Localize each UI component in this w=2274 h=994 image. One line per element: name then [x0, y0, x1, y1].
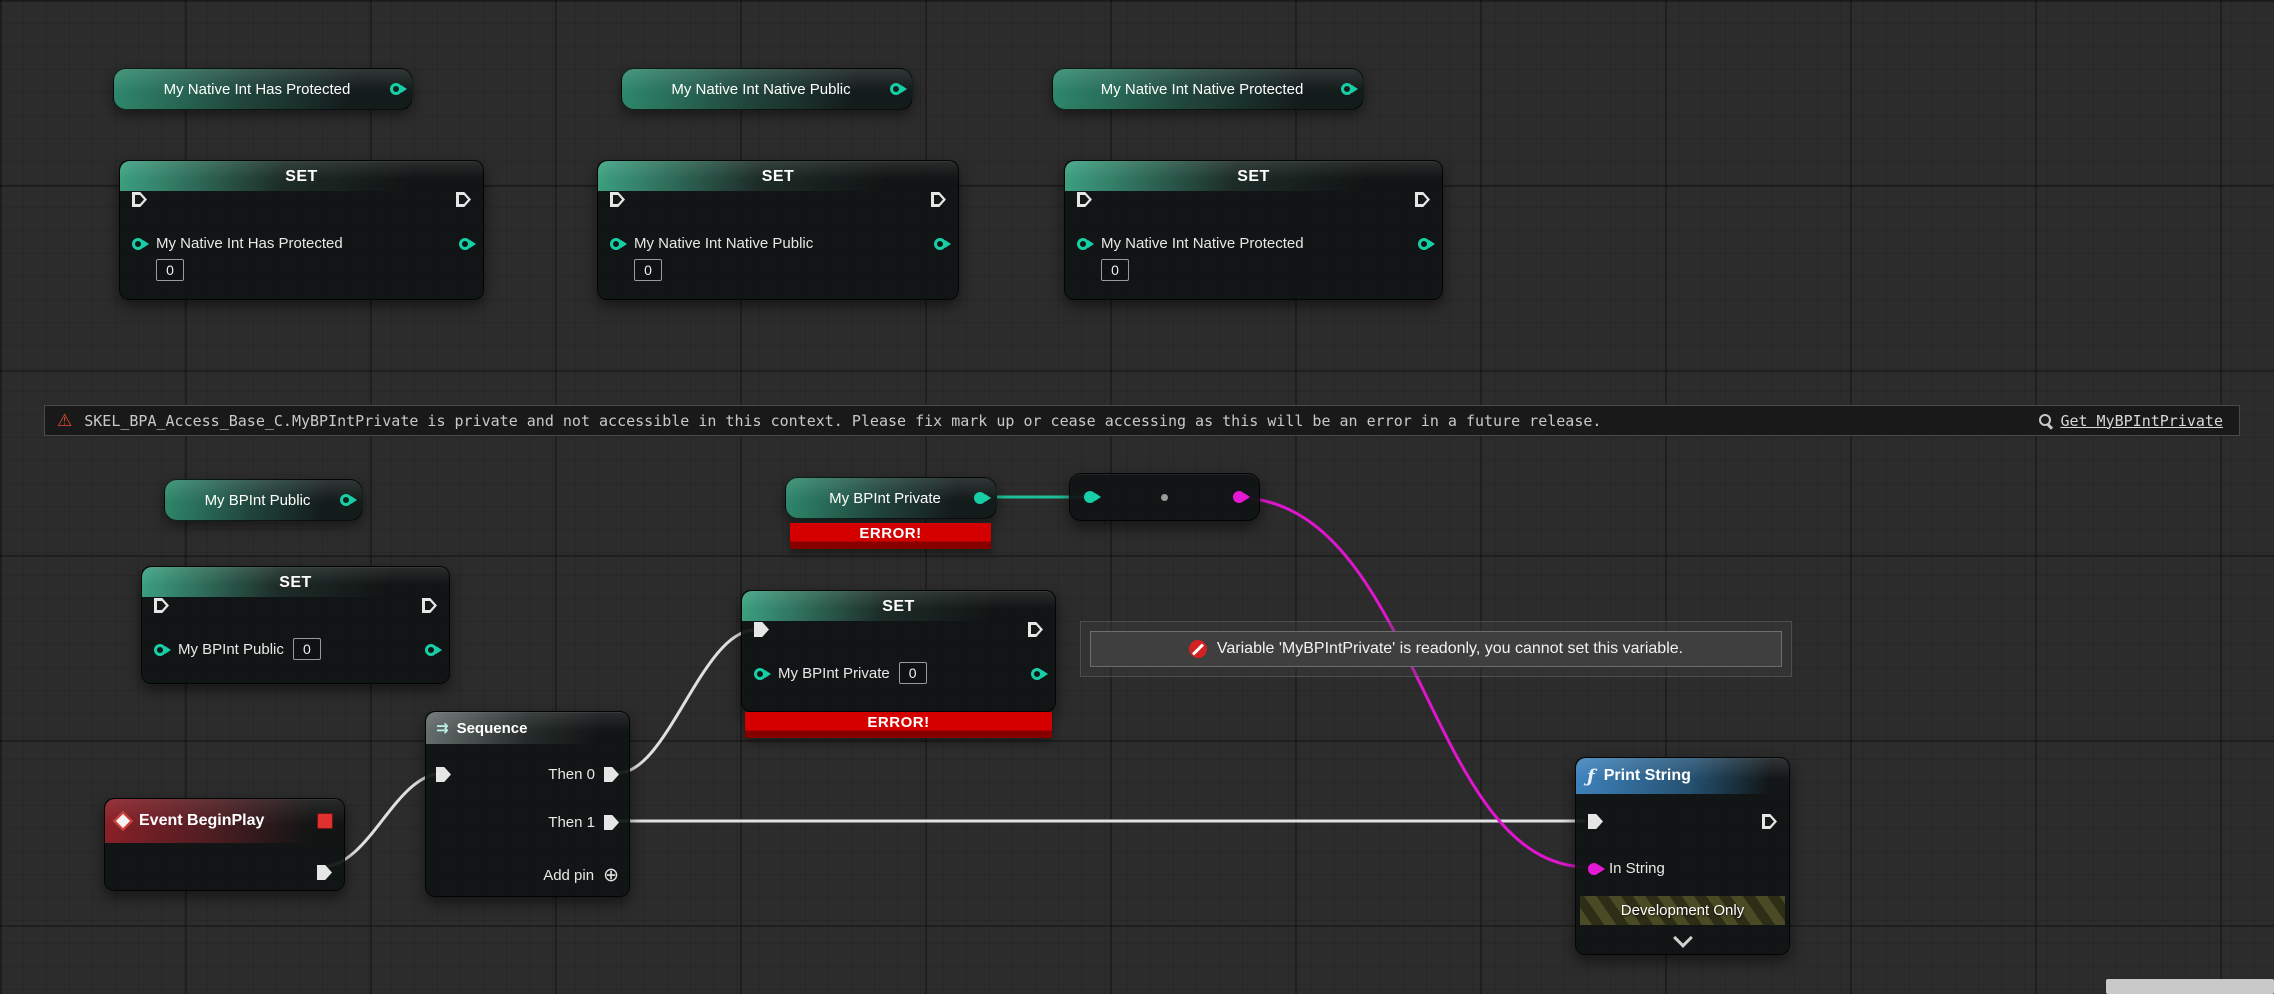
- compiler-warning-bar: ⚠ SKEL_BPA_Access_Base_C.MyBPIntPrivate …: [44, 405, 2240, 436]
- warning-message: SKEL_BPA_Access_Base_C.MyBPIntPrivate is…: [84, 411, 1602, 430]
- exec-in-pin[interactable]: [610, 192, 625, 207]
- warning-icon: ⚠: [57, 410, 73, 431]
- getter-label: My BPInt Private: [829, 489, 941, 507]
- exec-out-pin[interactable]: [1415, 192, 1430, 207]
- set-node-bpint-private[interactable]: SET My BPInt Private 0: [741, 590, 1056, 712]
- value-in-pin[interactable]: [154, 644, 166, 656]
- value-input[interactable]: 0: [634, 259, 662, 281]
- value-in-pin[interactable]: [1077, 238, 1089, 250]
- output-pin[interactable]: [340, 494, 352, 506]
- conversion-out-pin[interactable]: [1233, 491, 1245, 503]
- horizontal-scrollbar[interactable]: [2106, 979, 2274, 994]
- value-out-pin[interactable]: [1031, 668, 1043, 680]
- forbidden-icon: [1188, 640, 1207, 658]
- set-node-header: SET: [142, 567, 449, 597]
- sequence-node[interactable]: ⇉ Sequence Then 0 Then 1 Add pin ⊕: [425, 711, 630, 897]
- readonly-error-tooltip: Variable 'MyBPIntPrivate' is readonly, y…: [1080, 621, 1792, 677]
- value-input[interactable]: 0: [156, 259, 184, 281]
- set-node-native-int-has-protected[interactable]: SET My Native Int Has Protected 0: [119, 160, 484, 300]
- exec-in-pin[interactable]: [436, 767, 451, 782]
- exec-in-pin[interactable]: [1077, 192, 1092, 207]
- set-node-native-int-native-public[interactable]: SET My Native Int Native Public 0: [597, 160, 959, 300]
- event-node-header: Event BeginPlay: [105, 799, 344, 843]
- function-icon: ƒ: [1587, 765, 1595, 787]
- node-title: Print String: [1603, 767, 1691, 784]
- node-title: Event BeginPlay: [139, 812, 265, 829]
- pin-label: Then 0: [548, 766, 595, 783]
- getter-label: My Native Int Has Protected: [163, 80, 351, 98]
- getter-node-native-int-native-public[interactable]: My Native Int Native Public: [621, 68, 913, 110]
- set-error-banner: ERROR!: [745, 712, 1052, 738]
- exec-in-pin[interactable]: [154, 598, 169, 613]
- then1-exec-out-pin[interactable]: [604, 815, 619, 830]
- set-node-native-int-native-protected[interactable]: SET My Native Int Native Protected 0: [1064, 160, 1443, 300]
- value-out-pin[interactable]: [1418, 238, 1430, 250]
- add-pin-button[interactable]: Add pin ⊕: [543, 865, 619, 886]
- set-node-header: SET: [598, 161, 958, 191]
- function-node-header: ƒ Print String: [1576, 758, 1789, 794]
- value-out-pin[interactable]: [934, 238, 946, 250]
- event-badge-icon: [317, 813, 333, 829]
- getter-error-banner: ERROR!: [790, 523, 991, 549]
- getter-label: My Native Int Native Public: [671, 80, 851, 98]
- pin-label: My Native Int Native Public: [634, 235, 814, 252]
- pin-label: My Native Int Native Protected: [1101, 235, 1304, 252]
- search-icon: [2038, 413, 2054, 429]
- value-input[interactable]: 0: [292, 638, 321, 660]
- exec-out-pin[interactable]: [1028, 622, 1043, 637]
- set-node-header: SET: [1065, 161, 1442, 191]
- exec-out-pin[interactable]: [931, 192, 946, 207]
- pin-label: Then 1: [548, 814, 595, 831]
- exec-in-pin[interactable]: [132, 192, 147, 207]
- pin-label: My BPInt Public: [178, 640, 284, 658]
- getter-label: My Native Int Native Protected: [1100, 80, 1304, 98]
- getter-node-bpint-public[interactable]: My BPInt Public: [164, 479, 363, 521]
- event-beginplay-node[interactable]: Event BeginPlay: [104, 798, 345, 891]
- exec-out-pin[interactable]: [317, 865, 332, 880]
- getter-node-native-int-native-protected[interactable]: My Native Int Native Protected: [1052, 68, 1364, 110]
- set-node-header: SET: [120, 161, 483, 191]
- exec-in-pin[interactable]: [1588, 814, 1603, 829]
- sequence-icon: ⇉: [436, 720, 449, 737]
- exec-out-pin[interactable]: [1762, 814, 1777, 829]
- getter-node-native-int-has-protected[interactable]: My Native Int Has Protected: [113, 68, 413, 110]
- wire-conversion-to-instring[interactable]: [1244, 496, 1590, 869]
- conversion-in-pin[interactable]: [1084, 491, 1096, 503]
- pin-label: In String: [1609, 860, 1665, 877]
- exec-out-pin[interactable]: [422, 598, 437, 613]
- value-in-pin[interactable]: [754, 668, 766, 680]
- node-title: Sequence: [456, 719, 528, 737]
- value-input[interactable]: 0: [1101, 259, 1129, 281]
- value-out-pin[interactable]: [459, 238, 471, 250]
- pin-label: My BPInt Private: [778, 664, 890, 682]
- sequence-node-header: ⇉ Sequence: [426, 712, 629, 744]
- output-pin[interactable]: [1341, 83, 1353, 95]
- value-in-pin[interactable]: [610, 238, 622, 250]
- pin-label: My Native Int Has Protected: [156, 235, 343, 252]
- value-input[interactable]: 0: [898, 662, 927, 684]
- getter-node-bpint-private[interactable]: My BPInt Private: [785, 477, 997, 519]
- value-in-pin[interactable]: [132, 238, 144, 250]
- conversion-dot-icon: [1161, 493, 1168, 501]
- getter-label: My BPInt Public: [204, 491, 311, 509]
- development-only-banner: Development Only: [1580, 896, 1785, 925]
- exec-in-pin[interactable]: [754, 622, 769, 637]
- output-pin[interactable]: [974, 492, 986, 504]
- tooltip-message: Variable 'MyBPIntPrivate' is readonly, y…: [1216, 640, 1684, 657]
- conversion-node-int-to-string[interactable]: [1069, 473, 1260, 521]
- set-node-bpint-public[interactable]: SET My BPInt Public 0: [141, 566, 450, 684]
- then0-exec-out-pin[interactable]: [604, 767, 619, 782]
- event-icon: [113, 811, 133, 831]
- expand-chevron-icon[interactable]: [1672, 928, 1693, 948]
- print-string-node[interactable]: ƒ Print String In String Development Onl…: [1575, 757, 1790, 955]
- wire-then0-to-set-private[interactable]: [616, 628, 757, 775]
- output-pin[interactable]: [890, 83, 902, 95]
- exec-out-pin[interactable]: [456, 192, 471, 207]
- in-string-pin[interactable]: [1588, 862, 1600, 875]
- add-pin-icon: ⊕: [603, 865, 619, 886]
- set-node-header: SET: [742, 591, 1055, 621]
- output-pin[interactable]: [390, 83, 402, 95]
- warning-link[interactable]: Get MyBPIntPrivate: [2060, 411, 2223, 430]
- value-out-pin[interactable]: [425, 644, 437, 656]
